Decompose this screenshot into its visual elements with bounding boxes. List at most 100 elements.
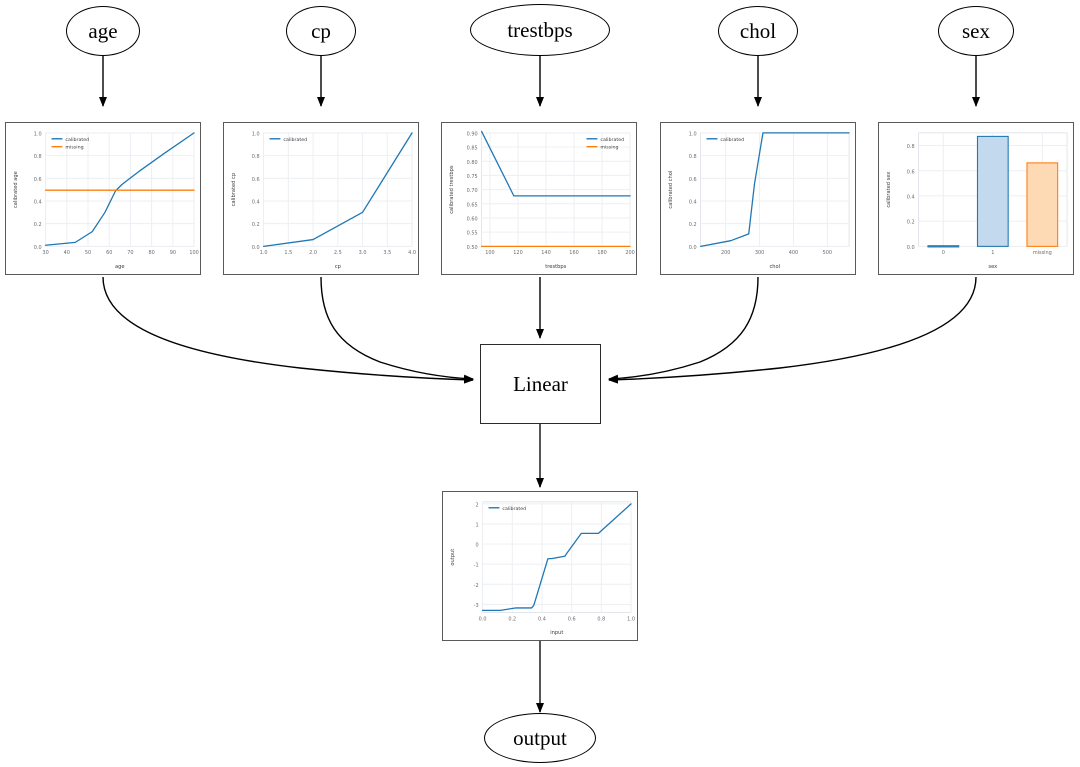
svg-text:1.0: 1.0 <box>260 250 268 256</box>
svg-text:2.0: 2.0 <box>309 250 317 256</box>
svg-text:calibrated: calibrated <box>502 506 526 512</box>
svg-text:0: 0 <box>475 543 478 549</box>
svg-text:sex: sex <box>988 264 997 270</box>
output-node-label: output <box>513 725 567 750</box>
svg-text:1.5: 1.5 <box>284 250 292 256</box>
svg-text:missing: missing <box>600 145 618 151</box>
svg-text:0.0: 0.0 <box>34 245 42 251</box>
svg-text:70: 70 <box>127 250 133 256</box>
svg-text:-3: -3 <box>474 603 479 609</box>
svg-text:chol: chol <box>769 264 780 270</box>
svg-text:0.75: 0.75 <box>467 174 478 180</box>
input-node-chol-label: chol <box>739 18 777 43</box>
svg-text:0.6: 0.6 <box>907 169 915 175</box>
svg-text:0.8: 0.8 <box>252 154 260 160</box>
svg-text:3.5: 3.5 <box>383 250 391 256</box>
output-node[interactable]: output <box>484 713 596 763</box>
edge-cp-chart-to-linear <box>320 276 474 383</box>
svg-text:50: 50 <box>85 250 91 256</box>
svg-text:160: 160 <box>569 250 578 256</box>
svg-text:missing: missing <box>65 145 83 151</box>
svg-text:cp: cp <box>335 264 341 270</box>
svg-text:0.50: 0.50 <box>467 245 478 251</box>
svg-text:0.4: 0.4 <box>907 194 915 200</box>
svg-text:400: 400 <box>789 250 798 256</box>
svg-text:300: 300 <box>755 250 764 256</box>
svg-text:1.0: 1.0 <box>689 131 697 137</box>
svg-text:0.4: 0.4 <box>538 616 546 622</box>
svg-text:0.0: 0.0 <box>479 616 487 622</box>
svg-text:0.6: 0.6 <box>689 177 697 183</box>
svg-text:calibrated cp: calibrated cp <box>231 173 237 206</box>
svg-text:0.2: 0.2 <box>907 220 915 226</box>
svg-text:200: 200 <box>625 250 634 256</box>
svg-text:0.55: 0.55 <box>467 231 478 237</box>
svg-text:0.6: 0.6 <box>252 177 260 183</box>
input-node-chol[interactable]: chol <box>718 6 798 56</box>
combiner-node-label: Linear <box>513 371 568 396</box>
svg-text:0.2: 0.2 <box>508 616 516 622</box>
svg-text:1.0: 1.0 <box>34 131 42 137</box>
svg-text:60: 60 <box>106 250 112 256</box>
svg-text:calibrated age: calibrated age <box>13 171 19 208</box>
svg-text:calibrated: calibrated <box>600 137 624 143</box>
svg-text:0.65: 0.65 <box>467 202 478 208</box>
svg-text:missing: missing <box>1033 250 1052 256</box>
edge-chol-chart-to-linear <box>608 276 759 383</box>
svg-text:0.0: 0.0 <box>689 245 697 251</box>
input-node-cp-label: cp <box>311 18 331 43</box>
input-node-trestbps[interactable]: trestbps <box>470 4 610 56</box>
svg-text:0.4: 0.4 <box>34 200 42 206</box>
svg-text:40: 40 <box>64 250 70 256</box>
input-node-age-label: age <box>88 18 118 43</box>
svg-text:140: 140 <box>541 250 550 256</box>
svg-text:0.90: 0.90 <box>467 131 478 137</box>
input-node-age[interactable]: age <box>66 6 140 56</box>
svg-text:80: 80 <box>148 250 154 256</box>
svg-text:0.80: 0.80 <box>467 160 478 166</box>
svg-text:0.70: 0.70 <box>467 188 478 194</box>
svg-text:0.8: 0.8 <box>597 616 605 622</box>
svg-text:2.5: 2.5 <box>334 250 342 256</box>
svg-text:calibrated sex: calibrated sex <box>886 172 892 208</box>
svg-text:calibrated trestbps: calibrated trestbps <box>449 165 455 214</box>
input-node-cp[interactable]: cp <box>286 6 356 56</box>
edge-age-chart-to-linear <box>102 276 474 384</box>
svg-text:0: 0 <box>942 250 945 256</box>
svg-text:120: 120 <box>513 250 522 256</box>
svg-text:0.8: 0.8 <box>907 144 915 150</box>
combiner-node-linear[interactable]: Linear <box>480 344 601 424</box>
svg-text:0.6: 0.6 <box>568 616 576 622</box>
svg-text:3.0: 3.0 <box>359 250 367 256</box>
svg-text:100: 100 <box>189 250 198 256</box>
svg-text:1: 1 <box>475 523 478 529</box>
svg-text:trestbps: trestbps <box>545 264 566 270</box>
svg-text:0.0: 0.0 <box>907 245 915 251</box>
svg-text:2: 2 <box>475 502 478 508</box>
svg-text:0.0: 0.0 <box>252 245 260 251</box>
svg-text:0.8: 0.8 <box>34 154 42 160</box>
svg-text:0.2: 0.2 <box>34 222 42 228</box>
svg-text:calibrated: calibrated <box>283 137 307 143</box>
svg-text:0.2: 0.2 <box>689 222 697 228</box>
svg-text:output: output <box>450 549 456 566</box>
svg-text:0.4: 0.4 <box>252 200 260 206</box>
input-node-sex[interactable]: sex <box>938 6 1014 56</box>
svg-text:30: 30 <box>42 250 48 256</box>
svg-text:-2: -2 <box>474 583 479 589</box>
svg-text:1.0: 1.0 <box>627 616 635 622</box>
svg-text:age: age <box>115 264 125 270</box>
svg-text:0.2: 0.2 <box>252 222 260 228</box>
